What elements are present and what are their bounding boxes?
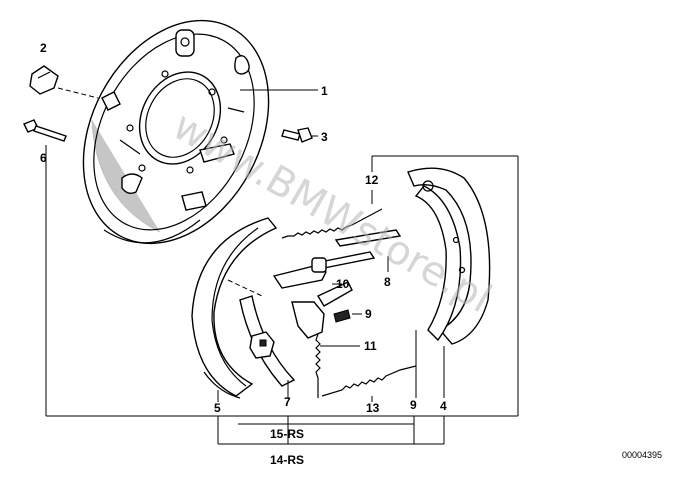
callout-labels: 2 6 1 3 12 8 10 9 11 5 7 13 9 4 15-RS 14… [40,41,447,467]
callout-13: 13 [366,401,380,415]
callout-7: 7 [284,395,291,409]
callout-10: 10 [336,277,350,291]
callout-8: 8 [384,275,391,289]
callout-3: 3 [321,130,328,144]
callout-5: 5 [214,401,221,415]
adjuster-strut [272,229,402,289]
callout-12: 12 [365,173,379,187]
callout-11: 11 [364,339,377,353]
callout-6: 6 [40,151,47,165]
spring-12 [281,208,383,239]
callout-15-rs: 15-RS [270,427,304,441]
brake-shoe-left [191,217,296,399]
drawing-number: 00004395 [622,450,662,460]
brake-shoe-right [407,167,491,345]
spring-13 [321,365,417,397]
clip-part-7 [249,331,275,359]
leader-lines [46,89,519,445]
callout-9-upper: 9 [365,307,372,321]
callout-2: 2 [40,41,47,55]
spring-11 [315,333,321,398]
lever-part-10 [291,281,353,339]
bleed-cap [29,65,99,99]
screw-part-3 [281,127,313,143]
callout-9-lower: 9 [410,398,417,412]
bolt-left [23,119,67,416]
callout-14-rs: 14-RS [270,453,304,467]
callout-4: 4 [440,399,447,413]
backing-plate [82,19,270,245]
callout-1: 1 [321,84,328,98]
